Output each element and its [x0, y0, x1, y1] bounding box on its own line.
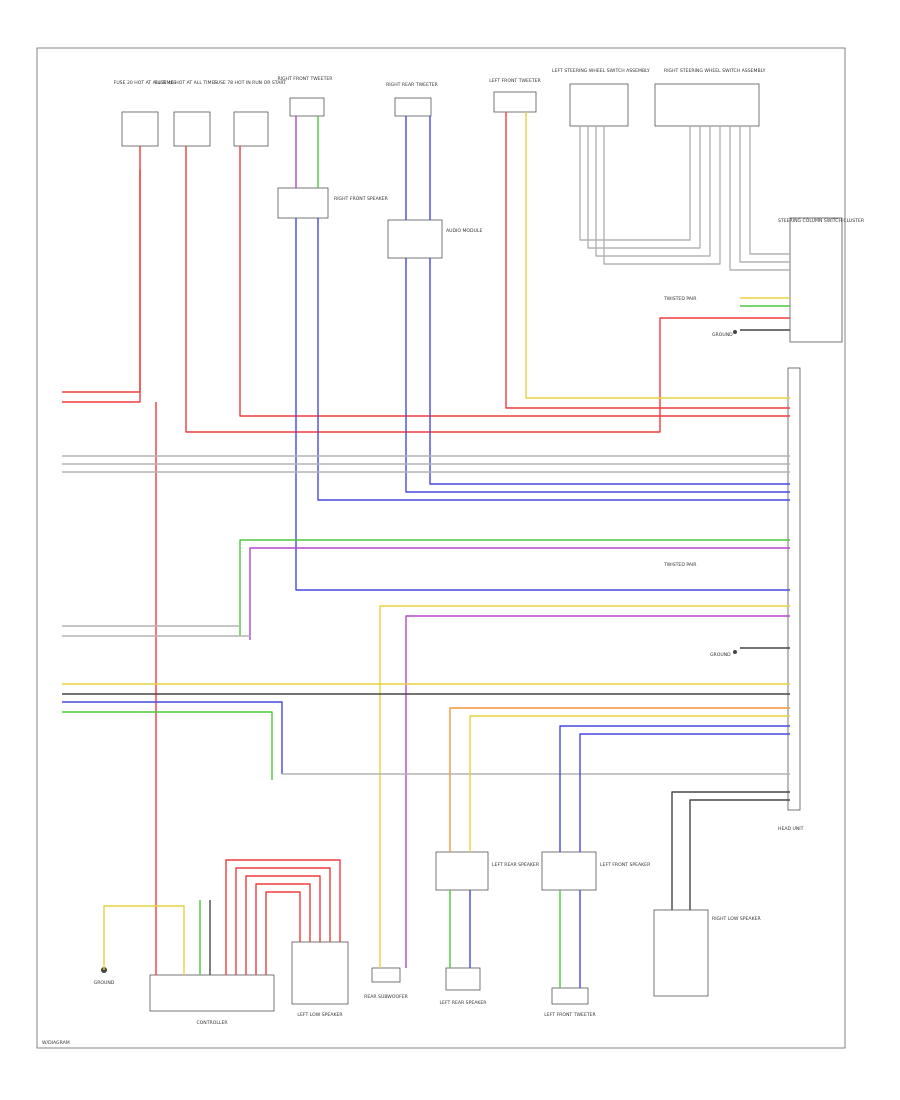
controller-box [149, 974, 275, 1012]
wires-group [62, 112, 790, 988]
right-steering-switch-box [654, 83, 760, 127]
right-low-speaker-label: RIGHT LOW SPEAKER [712, 916, 761, 922]
wire-red-14 [505, 112, 790, 409]
left-rear-amp-label: LEFT REAR SPEAKER [492, 862, 540, 868]
wire-black-50 [689, 799, 790, 910]
wire-blue-38 [62, 701, 283, 774]
wire-gray-21 [739, 126, 790, 263]
twisted-pair-label-2: TWISTED PAIR [663, 562, 697, 568]
rear-subwoofer-label: REAR SUBWOOFER [364, 994, 408, 1000]
twisted-pair-label-1: TWISTED PAIR [663, 296, 697, 302]
wire-red-4 [239, 146, 790, 417]
left-steering-switch-box [569, 83, 629, 127]
wire-yellow-33 [379, 605, 790, 968]
left-low-speaker-box [291, 941, 349, 1005]
fuse-block-2 [173, 111, 211, 147]
wire-gray-18 [595, 126, 711, 257]
diagram-frame [36, 47, 846, 1049]
left-front-tweeter-box [493, 91, 537, 113]
wire-red-55 [235, 867, 331, 975]
wire-yellow-42 [469, 715, 790, 852]
wire-blue-9 [317, 218, 790, 501]
left-rear-amp-box [435, 851, 489, 891]
left-front-speaker-box [551, 987, 589, 1005]
right-steering-switch-label: RIGHT STEERING WHEEL SWITCH ASSEMBLY [664, 68, 766, 74]
right-rear-tweeter-label: RIGHT REAR TWEETER [386, 82, 439, 88]
right-front-speaker-box [277, 187, 329, 219]
wire-yellow-15 [525, 112, 790, 399]
left-front-tweeter-label: LEFT FRONT TWEETER [489, 78, 541, 84]
wire-blue-46 [579, 733, 790, 852]
wire-blue-8 [295, 218, 790, 591]
footer-label: W/DIAGRAM [42, 1040, 70, 1046]
wire-gray-16 [579, 126, 691, 241]
rear-subwoofer-box [371, 967, 401, 983]
left-front-amp-box [541, 851, 597, 891]
left-rear-speaker-label: LEFT REAR SPEAKER [439, 1000, 487, 1006]
wire-red-1 [62, 146, 141, 393]
left-steering-switch-label: LEFT STEERING WHEEL SWITCH ASSEMBLY [552, 68, 650, 74]
steering-column-switch-box [789, 217, 843, 343]
fuse-label-3: FUSE 78 HOT IN RUN OR START [214, 80, 286, 86]
ground-dot-2 [733, 650, 737, 654]
wire-black-49 [671, 791, 790, 910]
wire-red-2 [62, 170, 141, 403]
ground-label-2: GROUND [710, 652, 731, 658]
left-rear-speaker-box [445, 967, 481, 991]
controller-label: CONTROLLER [196, 1020, 228, 1026]
wire-red-3 [185, 146, 790, 433]
wire-green-29 [239, 539, 790, 636]
fuse-label-2: FUSE 46 HOT AT ALL TIMES [155, 80, 218, 86]
wire-red-57 [255, 883, 311, 975]
wire-red-54 [225, 859, 341, 975]
left-front-speaker-label: LEFT FRONT TWEETER [544, 1012, 596, 1018]
audio-module-box [387, 219, 443, 259]
wire-gray-19 [603, 126, 721, 265]
ground-dot-1 [733, 330, 737, 334]
wire-gray-17 [587, 126, 701, 249]
fuse-block-3 [233, 111, 269, 147]
wire-orange-41 [449, 707, 790, 852]
controller-ground-label: GROUND [94, 980, 115, 986]
wire-violet-30 [249, 547, 790, 640]
wire-blue-12 [405, 258, 790, 493]
right-front-tweeter-label: RIGHT FRONT TWEETER [277, 76, 333, 82]
fuse-label-1: FUSE 20 HOT AT ALL TIMES [114, 80, 177, 86]
steering-column-switch-label: STEERING COLUMN SWITCH CLUSTER [778, 218, 865, 224]
left-low-speaker-label: LEFT LOW SPEAKER [297, 1012, 343, 1018]
wire-red-56 [245, 875, 321, 975]
wire-red-58 [265, 891, 301, 975]
right-low-speaker-box [653, 909, 709, 997]
right-front-tweeter-box [289, 97, 325, 117]
wire-violet-34 [405, 615, 790, 968]
wire-gray-20 [729, 126, 790, 271]
wire-green-39 [62, 711, 273, 780]
wire-gray-22 [749, 126, 790, 255]
fuse-block-1 [121, 111, 159, 147]
left-front-amp-label: LEFT FRONT SPEAKER [600, 862, 651, 868]
right-rear-tweeter-box [394, 97, 432, 117]
wire-blue-13 [429, 258, 790, 485]
head-unit-connector [787, 367, 801, 811]
wire-yellow-51 [103, 905, 185, 975]
head-unit-label: HEAD UNIT [778, 826, 804, 832]
audio-module-label: AUDIO MODULE [446, 228, 483, 234]
ground-label-1: GROUND [712, 332, 733, 338]
right-front-speaker-label: RIGHT FRONT SPEAKER [334, 196, 389, 202]
wire-blue-45 [559, 725, 790, 852]
